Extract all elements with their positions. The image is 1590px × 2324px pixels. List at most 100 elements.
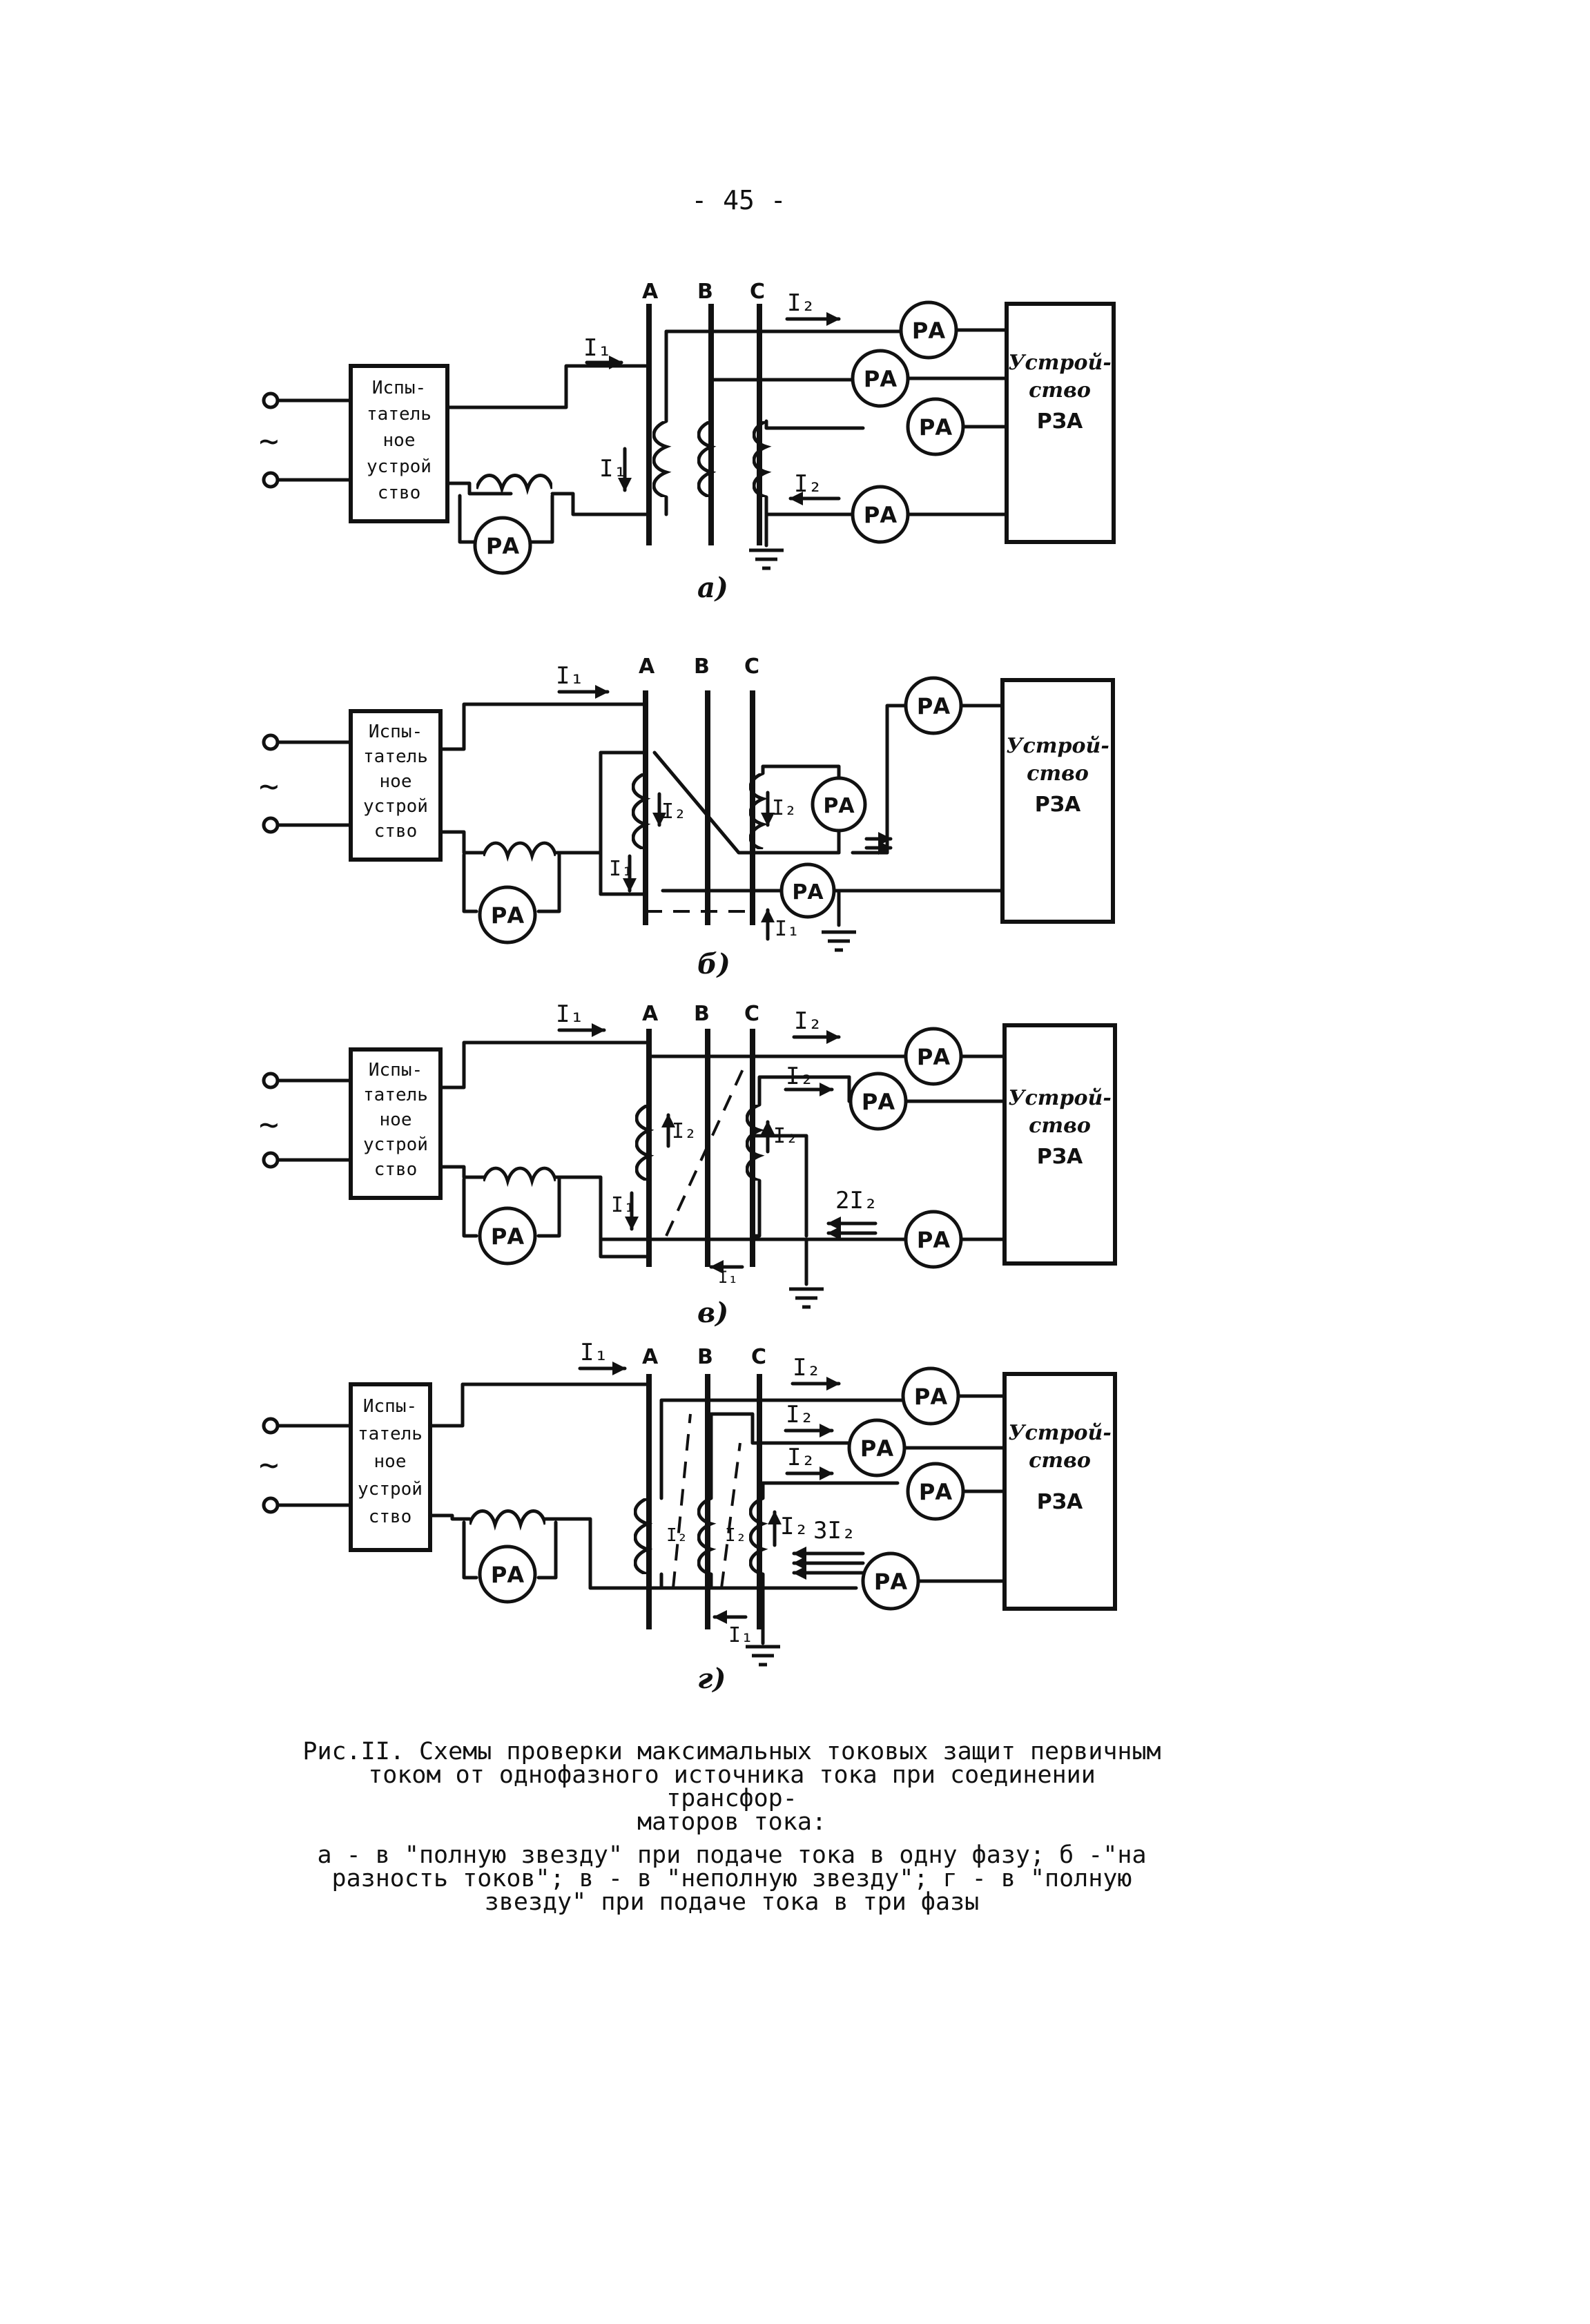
svg-text:ное: ное: [380, 1110, 412, 1130]
svg-text:Испы-: Испы-: [369, 722, 423, 742]
current-label: I₂: [794, 1007, 822, 1035]
ac-symbol: ~: [259, 1446, 279, 1484]
svg-text:ство: ство: [1029, 1449, 1091, 1473]
relay-label: Устрой- ство РЗА: [1008, 351, 1112, 434]
svg-text:татель: татель: [358, 1424, 423, 1444]
diagram-tag: а): [697, 572, 728, 604]
diagram-v: ~ Испы- татель ное устрой ство РА А В С: [259, 1000, 1117, 1329]
svg-text:РА: РА: [919, 414, 952, 440]
tester-box: [349, 709, 443, 862]
svg-text:Испы-: Испы-: [372, 378, 426, 398]
current-label: I₂: [787, 1444, 815, 1471]
svg-text:РА: РА: [874, 1569, 907, 1595]
ammeter: [473, 516, 532, 575]
phase-label-a: А: [639, 655, 655, 679]
svg-text:РА: РА: [914, 1384, 947, 1410]
svg-text:ство: ство: [378, 483, 421, 503]
svg-text:РА: РА: [917, 1227, 950, 1253]
ac-symbol: ~: [259, 422, 279, 461]
svg-text:устрой: устрой: [367, 456, 432, 477]
caption-line: Рис.II. Схемы проверки максимальных токо…: [302, 1738, 1161, 1765]
current-label: I₂: [780, 1513, 808, 1540]
svg-text:ство: ство: [1029, 378, 1091, 403]
svg-text:Испы-: Испы-: [363, 1396, 417, 1417]
tester-box: [349, 364, 449, 523]
svg-text:ство: ство: [374, 821, 418, 842]
svg-text:Устрой-: Устрой-: [1008, 1086, 1112, 1110]
svg-text:РА: РА: [917, 693, 950, 719]
terminal-circle: [262, 1417, 280, 1435]
svg-text:РА: РА: [912, 318, 945, 344]
current-label: I₂: [666, 1525, 688, 1546]
terminal-circle: [262, 816, 280, 834]
caption-line: а - в "полную звезду" при подаче тока в …: [317, 1841, 1147, 1869]
terminal-circle: [262, 733, 280, 751]
svg-text:устрой: устрой: [358, 1479, 423, 1500]
tester-label: Испы- татель ное устрой ство: [358, 1396, 423, 1527]
page-number: - 45 -: [691, 185, 786, 215]
svg-text:Испы-: Испы-: [369, 1060, 423, 1081]
svg-text:татель: татель: [363, 1085, 428, 1105]
svg-text:РА: РА: [862, 1089, 895, 1115]
phase-label-b: В: [694, 1002, 710, 1026]
terminal-circle: [262, 1072, 280, 1090]
phase-label-c: С: [750, 280, 765, 304]
diagram-b: ~ Испы- татель ное устрой ство РА А В С: [259, 655, 1115, 980]
ac-symbol: ~: [259, 1105, 279, 1144]
ac-symbol: ~: [259, 767, 279, 806]
svg-text:Устрой-: Устрой-: [1008, 351, 1112, 375]
svg-text:РА: РА: [860, 1435, 893, 1462]
svg-text:РА: РА: [864, 366, 897, 392]
diagram-g: ~ Испы- татель ное устрой ство РА А В С: [259, 1339, 1117, 1695]
svg-text:РА: РА: [491, 1562, 524, 1588]
diagram-a: ~ Испы- татель ное устрой ство РА А В С: [259, 280, 1116, 604]
terminal-circle: [262, 471, 280, 489]
svg-text:татель: татель: [367, 404, 432, 425]
tester-box: [349, 1047, 443, 1200]
current-label: I₁: [556, 1000, 584, 1028]
caption-line: током от однофазного источника тока при …: [368, 1761, 1096, 1812]
svg-text:ное: ное: [380, 771, 412, 792]
terminal-circle: [262, 1151, 280, 1169]
svg-text:РА: РА: [919, 1479, 952, 1505]
current-label: I₂: [672, 1119, 697, 1143]
current-label: I₂: [772, 796, 797, 820]
svg-text:Устрой-: Устрой-: [1008, 1421, 1112, 1445]
current-label: I₁: [718, 1268, 738, 1287]
svg-text:РА: РА: [792, 880, 824, 904]
svg-text:РА: РА: [917, 1044, 950, 1070]
caption-line: звезду" при подаче тока в три фазы: [484, 1888, 980, 1916]
svg-text:РА: РА: [491, 1223, 524, 1250]
tester-box: [349, 1382, 432, 1552]
tester-label: Испы- татель ное устрой ство: [367, 378, 432, 503]
current-label: 2I₂: [835, 1187, 878, 1214]
svg-text:татель: татель: [363, 746, 428, 767]
svg-text:ство: ство: [369, 1507, 412, 1527]
phase-label-a: А: [642, 1345, 659, 1369]
diagram-tag: б): [697, 948, 730, 980]
current-label: I₂: [786, 1401, 814, 1429]
current-label: I₁: [775, 917, 799, 941]
phase-label-a: А: [642, 1002, 659, 1026]
phase-label-b: В: [697, 1345, 713, 1369]
ammeter: [478, 1206, 537, 1266]
relay-label: Устрой- ство РЗА: [1006, 734, 1109, 817]
current-label: I₂: [786, 1063, 814, 1090]
svg-text:РА: РА: [491, 902, 524, 929]
svg-text:РЗА: РЗА: [1037, 1490, 1083, 1514]
caption-line: разность токов"; в - в "неполную звезду"…: [331, 1865, 1132, 1892]
svg-text:РЗА: РЗА: [1037, 1145, 1083, 1169]
svg-text:РЗА: РЗА: [1037, 409, 1083, 434]
current-label: I₁: [580, 1339, 608, 1366]
current-label: I₁: [583, 334, 612, 362]
current-label: I₂: [773, 1124, 798, 1148]
svg-text:РЗА: РЗА: [1035, 793, 1081, 817]
tester-label: Испы- татель ное устрой ство: [363, 722, 428, 842]
phase-label-b: В: [694, 655, 710, 679]
phase-label-a: А: [642, 280, 659, 304]
current-label: I₁: [728, 1623, 753, 1647]
tester-label: Испы- татель ное устрой ство: [363, 1060, 428, 1180]
current-label: I₂: [661, 800, 686, 824]
svg-text:РА: РА: [486, 533, 519, 559]
current-label: 3I₂: [813, 1517, 855, 1545]
